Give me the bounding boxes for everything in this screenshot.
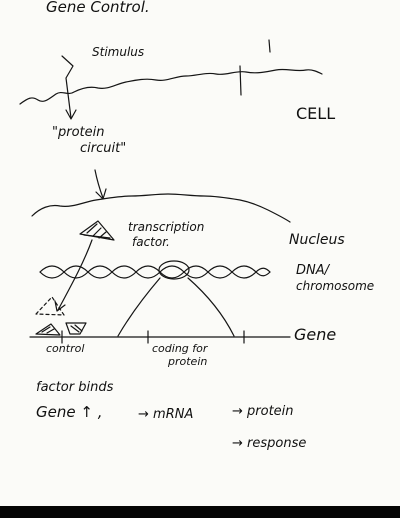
transcription-factor-label-line2: factor. — [132, 235, 170, 249]
factor-binds-note: factor binds — [36, 380, 114, 395]
dna-strand-2 — [39, 265, 271, 279]
title: Gene Control. — [46, 0, 150, 16]
zoom-line-right — [187, 277, 235, 337]
response-note: → response — [232, 436, 307, 451]
protein-note: → protein — [232, 404, 294, 419]
membrane-tick-1 — [239, 65, 242, 96]
bound-factor-1-hatch — [41, 326, 55, 334]
bound-factor-1 — [35, 323, 61, 336]
gene-label: Gene — [294, 325, 337, 344]
nuclear-membrane-line — [31, 193, 291, 223]
circuit-arrow-line — [94, 169, 104, 199]
protein-circuit-label-line2: circuit" — [80, 141, 127, 156]
scan-edge-strip — [0, 506, 400, 518]
transcription-factor-hatching — [83, 223, 111, 239]
factor-descend-arrowhead — [54, 300, 66, 312]
stimulus-arrow-line — [61, 55, 74, 119]
coding-label-line2: protein — [168, 355, 208, 368]
coding-label-line1: coding for — [152, 342, 208, 355]
bound-factor-2 — [65, 322, 87, 335]
factor-descend-line — [57, 239, 93, 311]
control-label: control — [46, 342, 85, 355]
dna-chromosome-label-line1: DNA/ — [296, 263, 330, 278]
membrane-tick-2 — [268, 39, 271, 53]
transcription-factor-label-line1: transcription — [128, 220, 205, 234]
cell-membrane-line — [19, 68, 323, 105]
cell-label: CELL — [296, 104, 336, 123]
nucleus-label: Nucleus — [289, 232, 345, 248]
stimulus-arrowhead — [65, 109, 77, 120]
bound-factor-2-hatch — [70, 324, 83, 333]
dna-chromosome-label-line2: chromosome — [296, 279, 375, 293]
stimulus-label: Stimulus — [92, 45, 145, 59]
mrna-note: → mRNA — [138, 407, 194, 422]
protein-circuit-label-line1: "protein — [52, 125, 105, 140]
gene-up-note: Gene ↑ , — [36, 403, 103, 421]
dashed-factor-outline — [35, 296, 65, 316]
dna-gene-loop — [158, 260, 190, 280]
zoom-line-left — [117, 277, 161, 337]
